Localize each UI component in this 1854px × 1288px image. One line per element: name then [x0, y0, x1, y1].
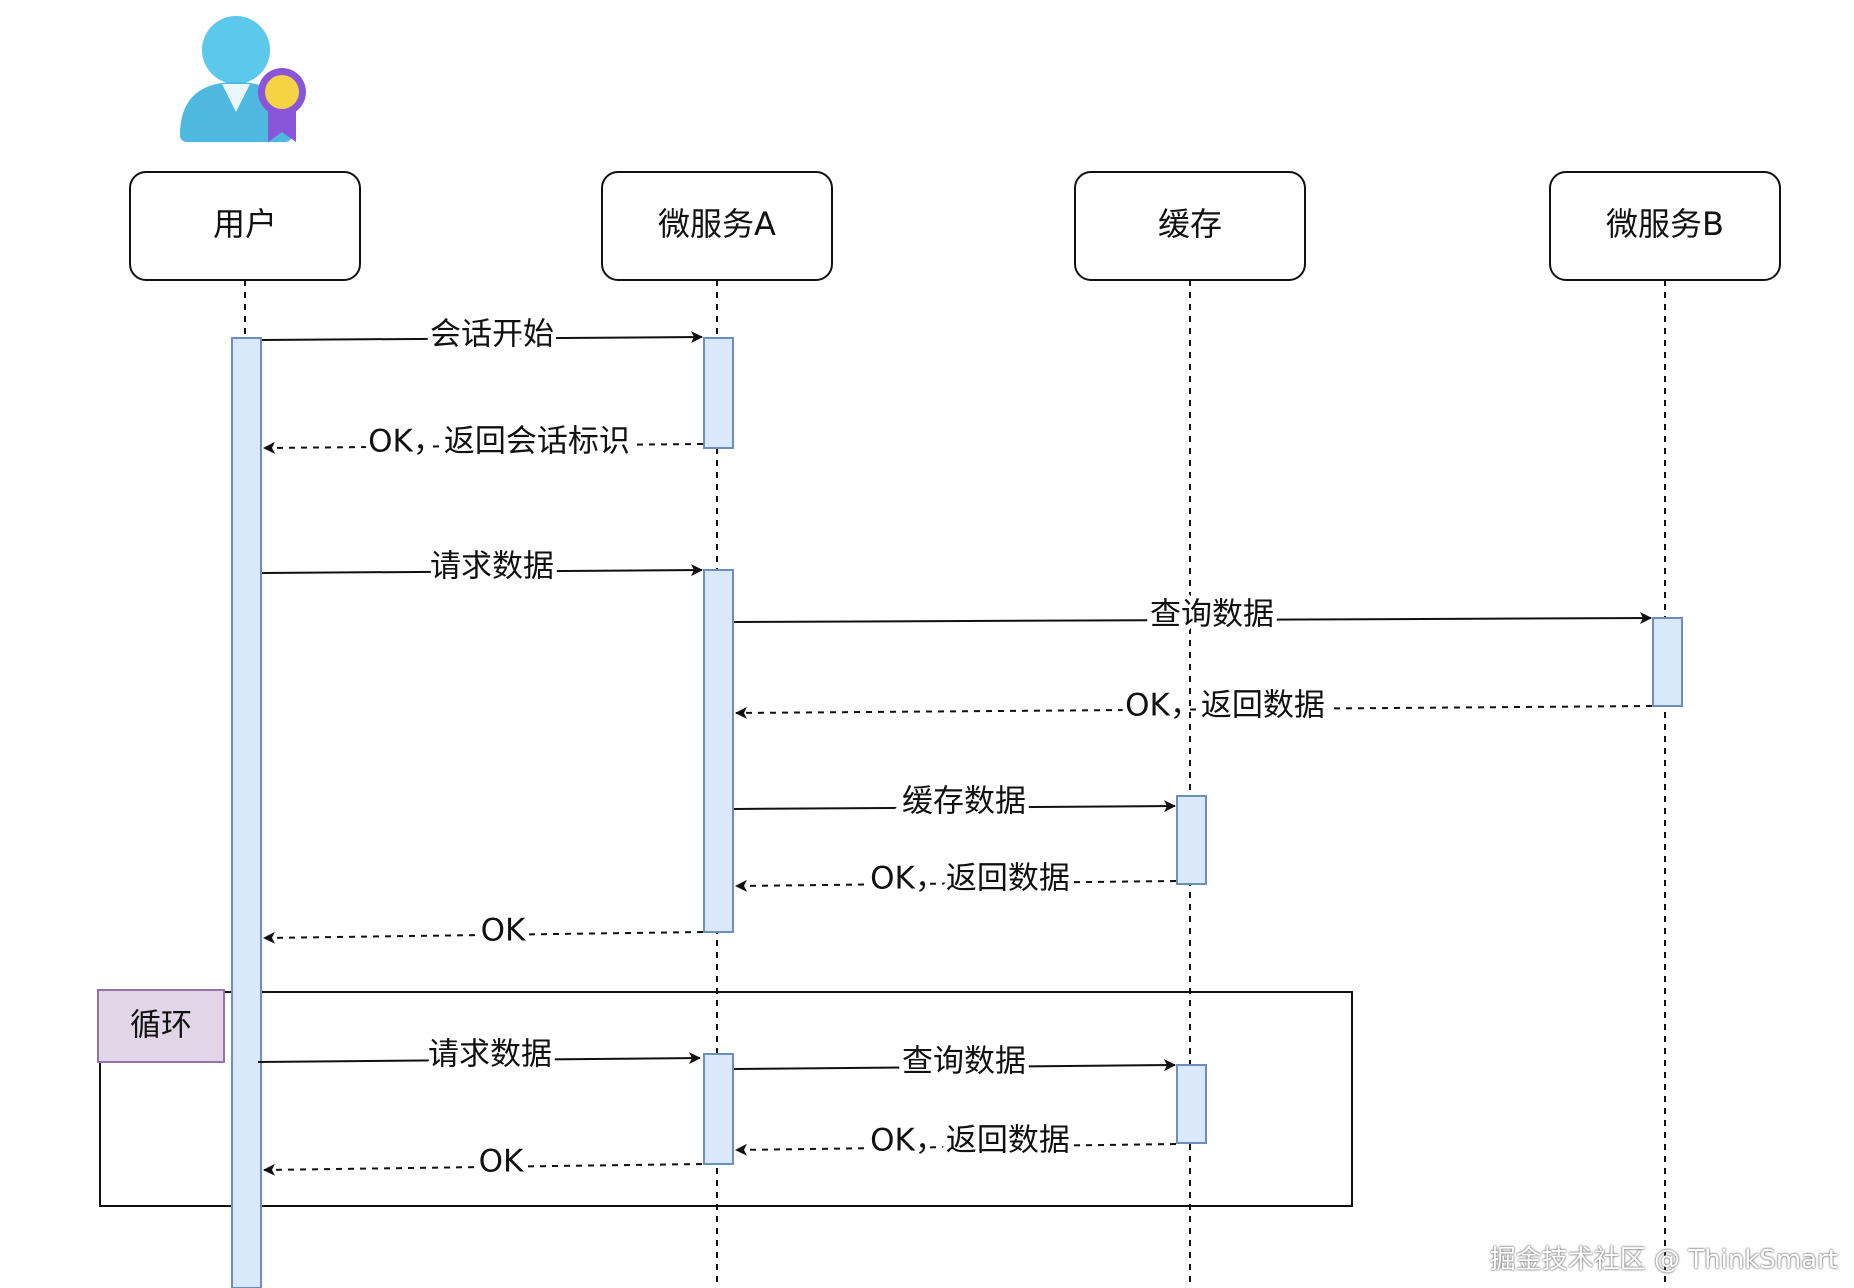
participant-label-user: 用户 — [213, 205, 277, 243]
activation-user — [231, 337, 262, 1288]
message-loop-cache-ok: OK，返回数据 — [735, 1118, 1177, 1164]
message-label: 会话开始 — [430, 317, 554, 353]
activation-service-a-session — [703, 337, 734, 449]
message-session-ok: OK，返回会话标识 — [263, 419, 704, 465]
participant-service-b: 微服务B — [1549, 171, 1781, 281]
message-request-data: 请求数据 — [261, 544, 703, 590]
participant-cache: 缓存 — [1074, 171, 1306, 281]
participant-label-cache: 缓存 — [1158, 205, 1222, 243]
loop-label: 循环 — [130, 1008, 192, 1044]
activation-service-b-query — [1652, 617, 1683, 707]
message-query-service-b: 查询数据 — [733, 592, 1652, 638]
user-badge-icon — [180, 16, 306, 142]
message-label: OK，返回会话标识 — [368, 424, 630, 460]
message-loop-query-cache: 查询数据 — [733, 1039, 1176, 1085]
activation-cache-loop — [1176, 1064, 1207, 1144]
watermark: 掘金技术社区 @ ThinkSmart — [1489, 1245, 1838, 1275]
participant-user: 用户 — [129, 171, 361, 281]
message-label: 查询数据 — [902, 1044, 1026, 1080]
loop-frame: 循环 — [97, 989, 1353, 1207]
message-service-b-ok: OK，返回数据 — [735, 683, 1653, 729]
participant-label-service-a: 微服务A — [658, 205, 776, 243]
message-label: 缓存数据 — [902, 784, 1026, 820]
loop-label-box — [97, 989, 225, 1063]
participant-service-a: 微服务A — [601, 171, 833, 281]
message-label: 查询数据 — [1150, 597, 1274, 633]
activation-cache-store — [1176, 795, 1207, 885]
message-cache-store: 缓存数据 — [733, 779, 1176, 825]
message-loop-request-data: 请求数据 — [257, 1032, 701, 1078]
activation-service-a-loop — [703, 1053, 734, 1165]
message-response-ok: OK — [263, 908, 704, 954]
message-label: OK，返回数据 — [870, 861, 1070, 897]
message-loop-response-ok: OK — [263, 1139, 703, 1185]
message-cache-ok: OK，返回数据 — [735, 856, 1177, 902]
message-label: OK — [479, 1144, 524, 1180]
message-label: 请求数据 — [428, 1037, 552, 1073]
message-label: 请求数据 — [430, 549, 554, 585]
message-label: OK，返回数据 — [870, 1123, 1070, 1159]
message-session-start: 会话开始 — [261, 312, 703, 358]
message-label: OK，返回数据 — [1125, 688, 1325, 724]
message-label: OK — [481, 913, 526, 949]
participant-label-service-b: 微服务B — [1606, 205, 1724, 243]
activation-service-a-request — [703, 569, 734, 933]
